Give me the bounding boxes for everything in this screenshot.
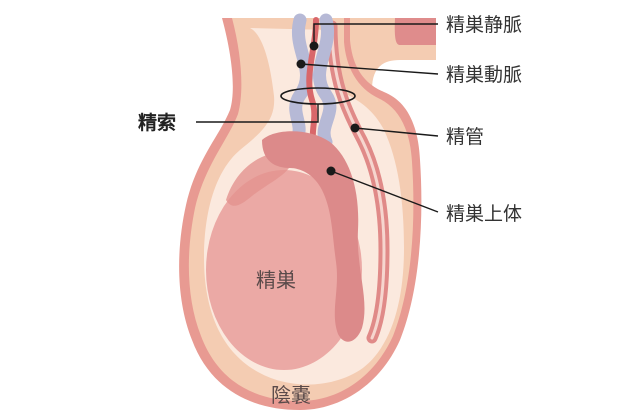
epididymis	[262, 131, 365, 342]
testis-top-shade	[226, 151, 293, 206]
label-testis: 精巣	[256, 268, 296, 292]
label-scrotum: 陰嚢	[271, 383, 311, 407]
leader-spermatic-cord	[196, 104, 319, 123]
label-vas-deferens: 精管	[446, 126, 484, 148]
label-spermatic-cord: 精索	[138, 111, 176, 134]
dot-vas-deferens	[350, 123, 360, 133]
testicular-vein-right	[313, 13, 337, 149]
label-testicular-vein: 精巣静脈	[446, 14, 522, 36]
leader-vas-deferens	[354, 127, 439, 137]
body-wall-red-band	[394, 18, 436, 45]
leader-epididymis	[330, 170, 439, 213]
leader-testicular-vein	[313, 23, 438, 46]
label-testicular-artery: 精巣動脈	[446, 64, 522, 86]
vas-deferens-highlight	[330, 24, 386, 340]
testis	[206, 170, 362, 370]
label-epididymis: 精巣上体	[446, 203, 522, 225]
testicular-vein-left	[289, 13, 313, 147]
leader-testicular-artery	[300, 63, 439, 75]
